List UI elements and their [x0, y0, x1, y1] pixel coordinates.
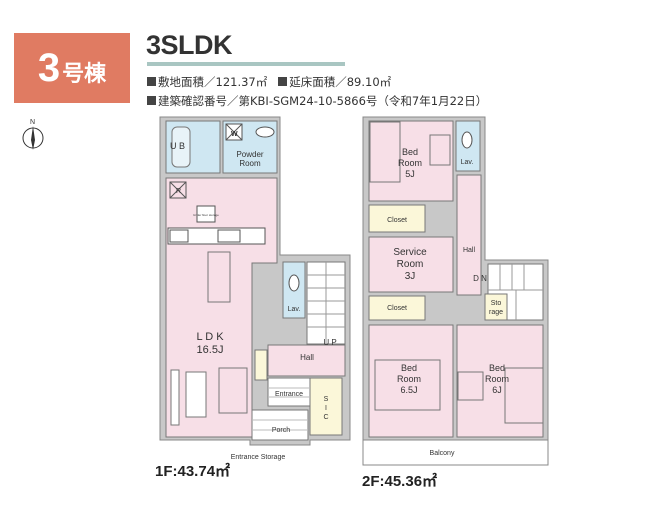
- label-wash: W: [231, 131, 238, 138]
- label-sic-c: C: [323, 414, 328, 421]
- building-number-badge: 3 号棟: [14, 33, 130, 103]
- sofa-area: [218, 367, 248, 414]
- label-storage-1: Sto: [491, 300, 502, 307]
- storage: [484, 293, 508, 321]
- label-lav-1f: Lav.: [288, 306, 301, 313]
- kitchen-counter: [167, 227, 266, 245]
- bullet-icon: [278, 77, 288, 86]
- desk-icon: [457, 371, 484, 401]
- label-bed5-3: 5J: [405, 169, 415, 179]
- label-entrance-storage: Entrance Storage: [231, 454, 286, 461]
- label-storage-2: rage: [489, 309, 503, 316]
- label-service-1: Service: [393, 247, 427, 258]
- label-bed5-1: Bed: [402, 147, 418, 157]
- floor-2-area: 2F:45.36㎡: [362, 473, 438, 490]
- bed-icon: [504, 367, 544, 424]
- label-bed5-2: Room: [398, 158, 422, 168]
- bathtub-icon: [171, 126, 191, 168]
- label-hall-2f: Hall: [463, 247, 476, 254]
- label-bed6-3: 6J: [492, 385, 502, 395]
- label-sic-i: I: [325, 405, 327, 412]
- label-ldk-size: 16.5J: [197, 344, 224, 356]
- label-sic-s: S: [324, 396, 329, 403]
- compass-label: N: [30, 119, 35, 126]
- label-balcony: Balcony: [430, 450, 455, 457]
- label-service-3: 3J: [405, 271, 416, 282]
- label-hall-1f: Hall: [300, 353, 314, 362]
- closet-b: [368, 295, 426, 321]
- label-dn: D N: [473, 274, 487, 283]
- closet-a: [368, 204, 426, 233]
- label-up: U P: [323, 338, 336, 347]
- shoe-cabinet: [254, 349, 268, 381]
- bullet-icon: [147, 96, 156, 105]
- desk-icon: [429, 134, 451, 166]
- title-underline: [147, 62, 345, 66]
- toilet-icon: [288, 274, 300, 292]
- label-underfloor: Under floor storage: [193, 213, 219, 217]
- bullet-icon: [147, 77, 156, 86]
- tv-stand: [170, 369, 180, 426]
- building-suffix: 号棟: [62, 62, 107, 87]
- floor-1-area: 1F:43.74㎡: [155, 463, 231, 480]
- underfloor-storage-icon: [196, 205, 216, 223]
- area-info: 敷地面積／121.37㎡ 延床面積／89.10㎡: [147, 74, 391, 90]
- label-service-2: Room: [397, 259, 424, 270]
- floor-1-plan: U B W Powder Room R Under floor storage …: [159, 116, 351, 461]
- kitchen-sink-icon: [217, 229, 241, 243]
- label-ldk: L D K: [196, 331, 224, 343]
- label-bed6-2: Room: [485, 374, 509, 384]
- sink-icon: [255, 126, 275, 138]
- room-hall-1f: [267, 344, 346, 377]
- dining-table: [207, 251, 231, 303]
- label-powder-2: Room: [239, 159, 261, 168]
- stove-icon: [169, 229, 189, 243]
- room-service: [368, 236, 454, 293]
- bed-icon: [369, 121, 401, 183]
- building-number: 3: [37, 45, 61, 90]
- label-closet-b: Closet: [387, 305, 407, 312]
- porch: [251, 409, 309, 441]
- floor-2-plan: Bed Room 5J Lav. Closet Service Room 3J …: [362, 116, 549, 466]
- label-bed65-3: 6.5J: [400, 385, 417, 395]
- label-bed65-2: Room: [397, 374, 421, 384]
- label-porch: Porch: [272, 427, 290, 434]
- compass-icon: N: [22, 119, 44, 150]
- label-closet-a: Closet: [387, 217, 407, 224]
- label-lav-2f: Lav.: [461, 159, 474, 166]
- bed-icon: [374, 359, 441, 411]
- floor-heater-icon: [185, 371, 207, 418]
- room-sic: [309, 377, 343, 436]
- label-bed6-1: Bed: [489, 363, 505, 373]
- confirmation-info: 建築確認番号／第KBI-SGM24-10-5866号（令和7年1月22日）: [147, 93, 487, 109]
- site-area: 敷地面積／121.37㎡: [158, 75, 268, 89]
- floor-area: 延床面積／89.10㎡: [289, 75, 392, 89]
- label-entrance: Entrance: [275, 391, 303, 398]
- room-hall-2f: [456, 174, 482, 296]
- label-ub: U B: [170, 141, 185, 151]
- label-bed65-1: Bed: [401, 363, 417, 373]
- toilet-icon: [461, 131, 473, 149]
- layout-type-title: 3SLDK: [146, 30, 233, 60]
- label-powder-1: Powder: [236, 150, 263, 159]
- confirmation-number: 建築確認番号／第KBI-SGM24-10-5866号（令和7年1月22日）: [158, 94, 488, 108]
- label-fridge: R: [176, 188, 181, 195]
- balcony: [362, 439, 549, 466]
